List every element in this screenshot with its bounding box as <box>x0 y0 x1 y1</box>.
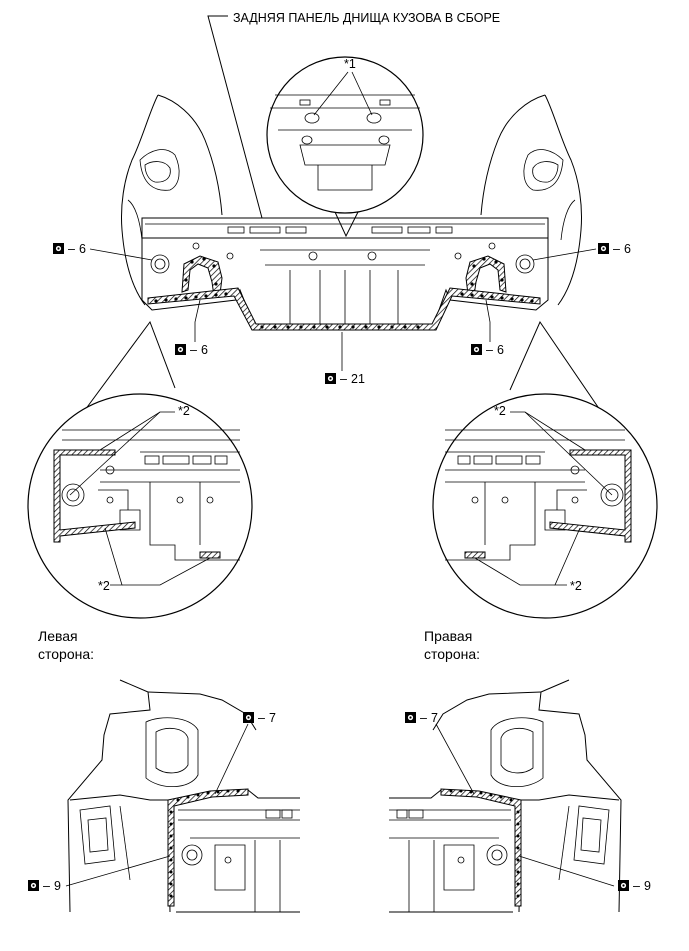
svg-text:–: – <box>420 711 427 725</box>
right-side-caption-line2: сторона: <box>424 646 480 662</box>
svg-text:6: 6 <box>497 343 504 357</box>
label-right-side-top: – 7 <box>405 711 475 795</box>
svg-text:21: 21 <box>351 372 365 386</box>
svg-text:7: 7 <box>431 711 438 725</box>
svg-text:–: – <box>258 711 265 725</box>
detail-circle-top: *1 <box>266 56 424 238</box>
label-upper-right-outer: – 6 <box>532 242 631 261</box>
callout-star2-left-bottom: *2 <box>98 579 110 593</box>
svg-text:7: 7 <box>269 711 276 725</box>
svg-text:–: – <box>190 343 197 357</box>
detail-circle-left: *2 *2 <box>27 320 253 619</box>
svg-text:–: – <box>633 879 640 893</box>
left-side-caption-line1: Левая <box>38 628 78 644</box>
label-upper-left-inner: – 6 <box>175 299 208 357</box>
label-upper-left-outer: – 6 <box>53 242 153 261</box>
detail-circle-right: *2 *2 <box>432 320 658 619</box>
assembly-title: ЗАДНЯЯ ПАНЕЛЬ ДНИЩА КУЗОВА В СБОРЕ <box>233 11 500 25</box>
title-leader-line <box>207 15 263 219</box>
svg-text:–: – <box>486 343 493 357</box>
label-center-bottom: – 21 <box>325 332 365 386</box>
svg-text:6: 6 <box>201 343 208 357</box>
svg-text:9: 9 <box>54 879 61 893</box>
left-side-caption-line2: сторона: <box>38 646 94 662</box>
callout-star1: *1 <box>344 57 356 71</box>
label-right-side-bottom: – 9 <box>518 855 651 893</box>
svg-text:–: – <box>68 242 75 256</box>
label-upper-right-inner: – 6 <box>471 299 504 357</box>
callout-star2-left-top: *2 <box>178 404 190 418</box>
svg-text:9: 9 <box>644 879 651 893</box>
svg-text:6: 6 <box>79 242 86 256</box>
svg-text:–: – <box>613 242 620 256</box>
right-side-view <box>389 679 622 913</box>
label-left-side-bottom: – 9 <box>28 855 171 893</box>
svg-text:–: – <box>340 372 347 386</box>
rear-body-view <box>121 94 582 331</box>
left-side-view <box>67 679 300 913</box>
svg-text:–: – <box>43 879 50 893</box>
callout-star2-right-bottom: *2 <box>570 579 582 593</box>
right-side-caption-line1: Правая <box>424 628 472 644</box>
callout-star2-right-top: *2 <box>494 404 506 418</box>
label-left-side-top: – 7 <box>214 711 276 795</box>
svg-text:6: 6 <box>624 242 631 256</box>
